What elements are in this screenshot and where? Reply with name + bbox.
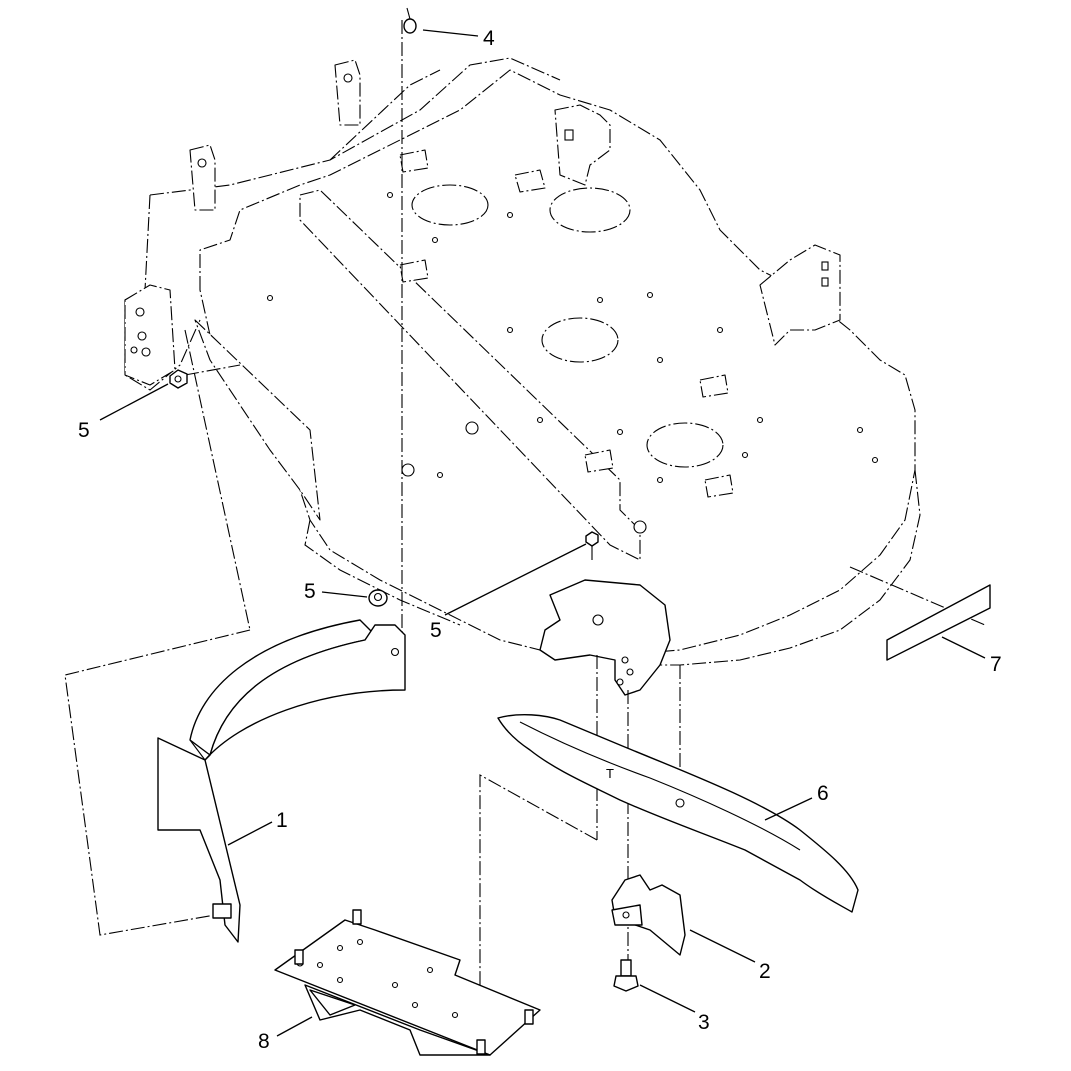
part-5-nut-b	[368, 589, 388, 607]
callout-4: 4	[483, 27, 495, 50]
part-5-nut-a	[169, 369, 188, 389]
part-6-blade: T	[497, 713, 859, 913]
part-3-bolt	[613, 959, 639, 992]
part-5-nut-c	[585, 531, 599, 560]
callout-8: 8	[258, 1030, 270, 1053]
callout-5-chute: 5	[304, 580, 316, 603]
callout-6: 6	[817, 782, 829, 805]
part-8-mounting-plate	[274, 909, 541, 1056]
blade-spindle-bracket	[539, 579, 671, 696]
callouts: 4 5 5 5 1 7 6 2 3 8	[78, 27, 1002, 1053]
part-2-deflector	[611, 874, 686, 956]
callout-7: 7	[990, 653, 1002, 676]
callout-3: 3	[698, 1011, 710, 1034]
callout-5-left: 5	[78, 419, 90, 442]
leader-lines	[99, 29, 986, 1037]
part-7-decal	[886, 584, 991, 661]
blade-marking: T	[606, 766, 614, 781]
callout-5-deck: 5	[430, 619, 442, 642]
part-1-chute-baffle	[157, 619, 406, 943]
callout-2: 2	[759, 960, 771, 983]
mower-deck	[124, 57, 921, 666]
callout-1: 1	[276, 809, 288, 832]
part-4-plug	[403, 7, 417, 34]
